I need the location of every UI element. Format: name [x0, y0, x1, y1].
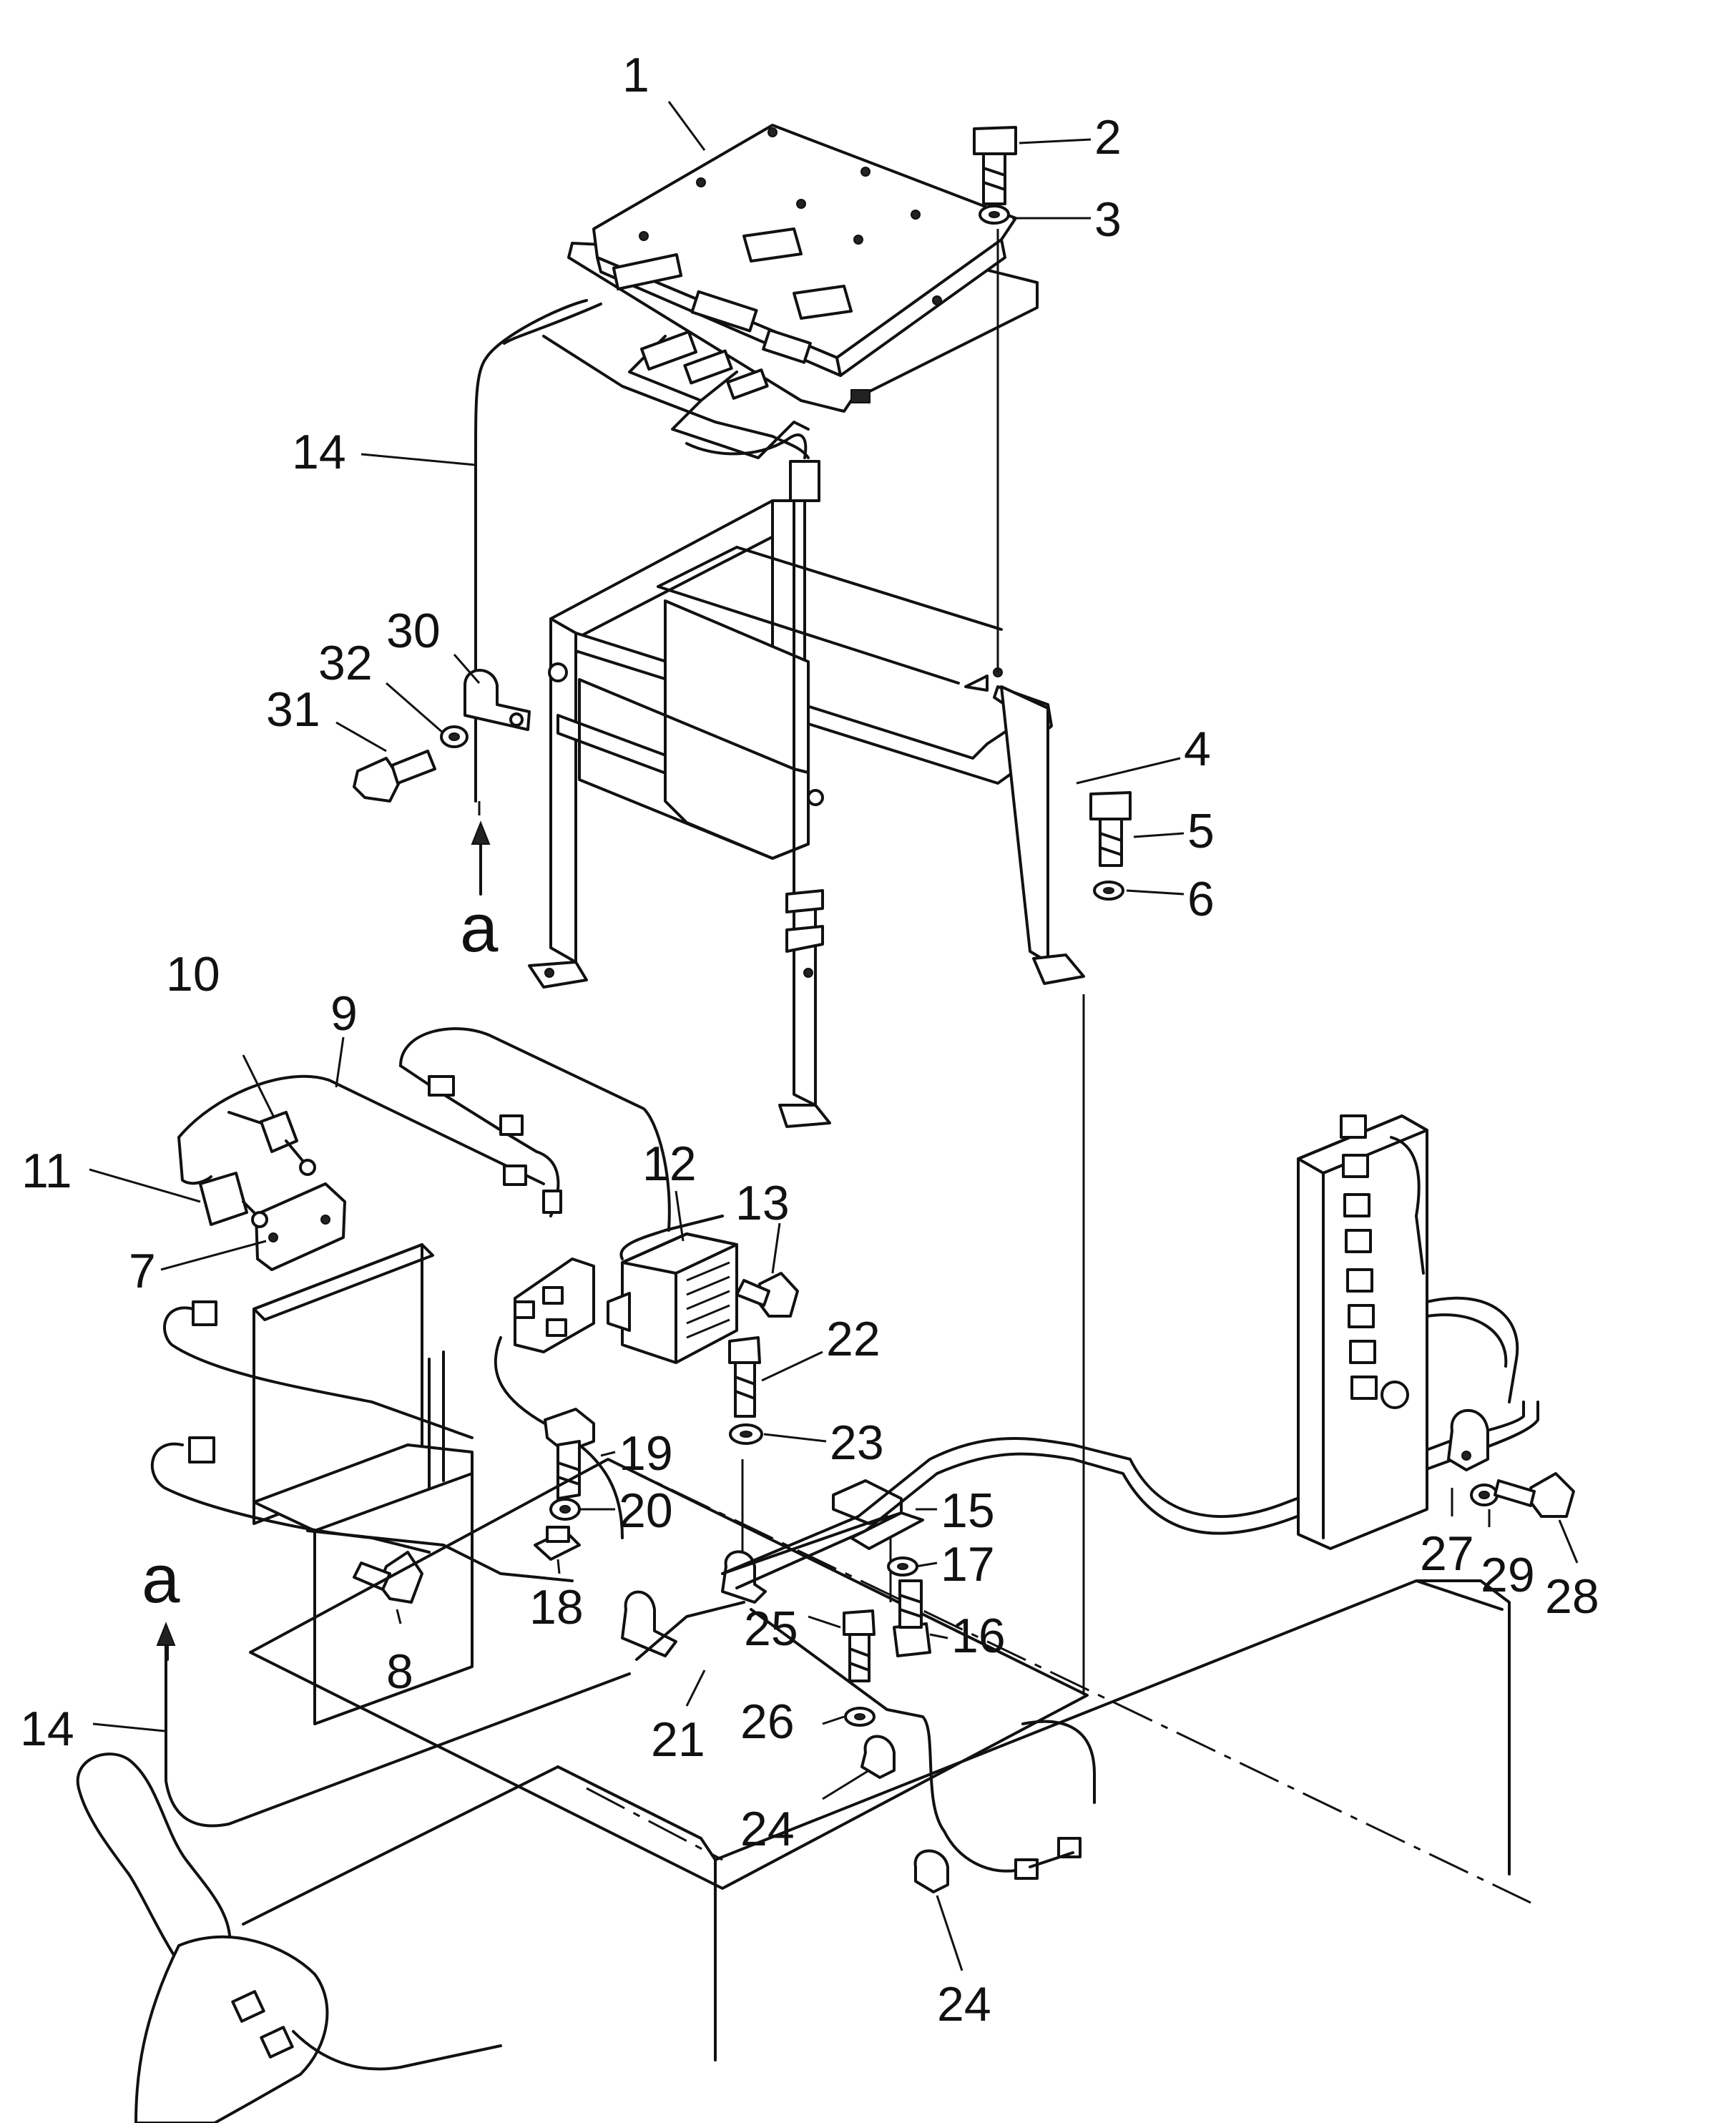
bolt-13: [735, 1272, 799, 1318]
bolt-25: [843, 1609, 876, 1682]
callout-29: 29: [1481, 1548, 1535, 1602]
wiring-harness-upper: [474, 299, 820, 803]
base-plate: [249, 1458, 1531, 1904]
callout-25: 25: [744, 1602, 798, 1656]
clamp-30: [464, 669, 531, 731]
harness-9: [177, 1027, 671, 1232]
callout-13: 13: [735, 1176, 790, 1230]
switch-panel: [252, 1243, 474, 1725]
switch-11: [199, 1172, 268, 1228]
washer-29: [1470, 1484, 1499, 1506]
console-box: [242, 1579, 1511, 2061]
clip-18: [534, 1526, 581, 1561]
callout-2: 2: [1094, 110, 1122, 165]
relay-board-27: [1297, 1114, 1519, 1550]
clamp-27: [1447, 1408, 1489, 1471]
bolt-31: [353, 750, 436, 803]
callout-30: 30: [386, 604, 441, 658]
clamp-24b: [913, 1849, 949, 1893]
bolt-2: [973, 126, 1017, 205]
callout-14-lower: 14: [20, 1702, 74, 1756]
bolt-19: [544, 1408, 595, 1500]
callout-11: 11: [21, 1144, 72, 1198]
callout-26: 26: [740, 1695, 795, 1749]
main-harness: [721, 1401, 1539, 1880]
callout-7: 7: [129, 1244, 156, 1298]
callout-1: 1: [622, 48, 649, 102]
callout-22: 22: [826, 1312, 881, 1366]
mounting-frame: [528, 499, 1085, 1128]
reference-labels: a a: [142, 890, 499, 1617]
joystick: [76, 1752, 502, 2123]
callout-27: 27: [1420, 1526, 1474, 1581]
bracket-15: [832, 1479, 924, 1550]
callout-21: 21: [651, 1712, 705, 1767]
callout-24-lower: 24: [937, 1977, 991, 2031]
callout-3: 3: [1094, 192, 1122, 247]
callout-28: 28: [1545, 1569, 1599, 1624]
callout-4: 4: [1184, 722, 1211, 776]
callout-31: 31: [266, 682, 320, 737]
alignment-lines: [478, 229, 1085, 1695]
callout-23: 23: [830, 1416, 884, 1470]
bolt-22: [728, 1336, 761, 1418]
washer-23: [729, 1423, 763, 1445]
callout-6: 6: [1187, 872, 1215, 926]
callout-8: 8: [386, 1644, 413, 1699]
callout-15: 15: [941, 1484, 995, 1538]
washer-3: [979, 205, 1010, 225]
callout-5: 5: [1187, 804, 1215, 858]
callout-32: 32: [318, 636, 373, 690]
reference-a-upper: a: [460, 890, 499, 966]
washer-20: [549, 1498, 581, 1521]
harness-left-panel: [150, 1300, 574, 1582]
reference-a-lower: a: [142, 1541, 180, 1617]
bolt-28: [1494, 1472, 1575, 1518]
arrow-a-lower: [156, 1622, 176, 1661]
washer-32: [440, 725, 469, 748]
callout-18: 18: [529, 1580, 584, 1634]
callout-17: 17: [941, 1537, 995, 1592]
washer-17: [887, 1556, 918, 1577]
clamp-24a: [860, 1735, 896, 1779]
bolt-5: [1089, 791, 1132, 867]
arrow-a-upper: [471, 820, 491, 896]
callout-24-upper: 24: [740, 1802, 795, 1856]
callout-16: 16: [951, 1609, 1006, 1663]
switch-10: [260, 1111, 316, 1176]
callout-12: 12: [642, 1137, 697, 1191]
bolt-16: [893, 1579, 931, 1657]
leader-lines: [89, 101, 1579, 1971]
callout-20: 20: [619, 1484, 673, 1538]
clamp-21: [621, 1550, 767, 1661]
callout-9: 9: [330, 986, 358, 1041]
controller-unit: [567, 124, 1039, 413]
callout-labels: 1 2 3 4 5 6 7 8 9 10 11 12 13 14 14 15 1…: [20, 48, 1599, 2031]
callout-10: 10: [166, 947, 220, 1001]
callout-14-upper: 14: [292, 425, 346, 479]
switch-bracket-7: [255, 1182, 346, 1271]
washer-6: [1093, 881, 1124, 901]
relay-12: [607, 1215, 738, 1364]
washer-26: [844, 1707, 876, 1727]
callout-19: 19: [619, 1426, 673, 1481]
